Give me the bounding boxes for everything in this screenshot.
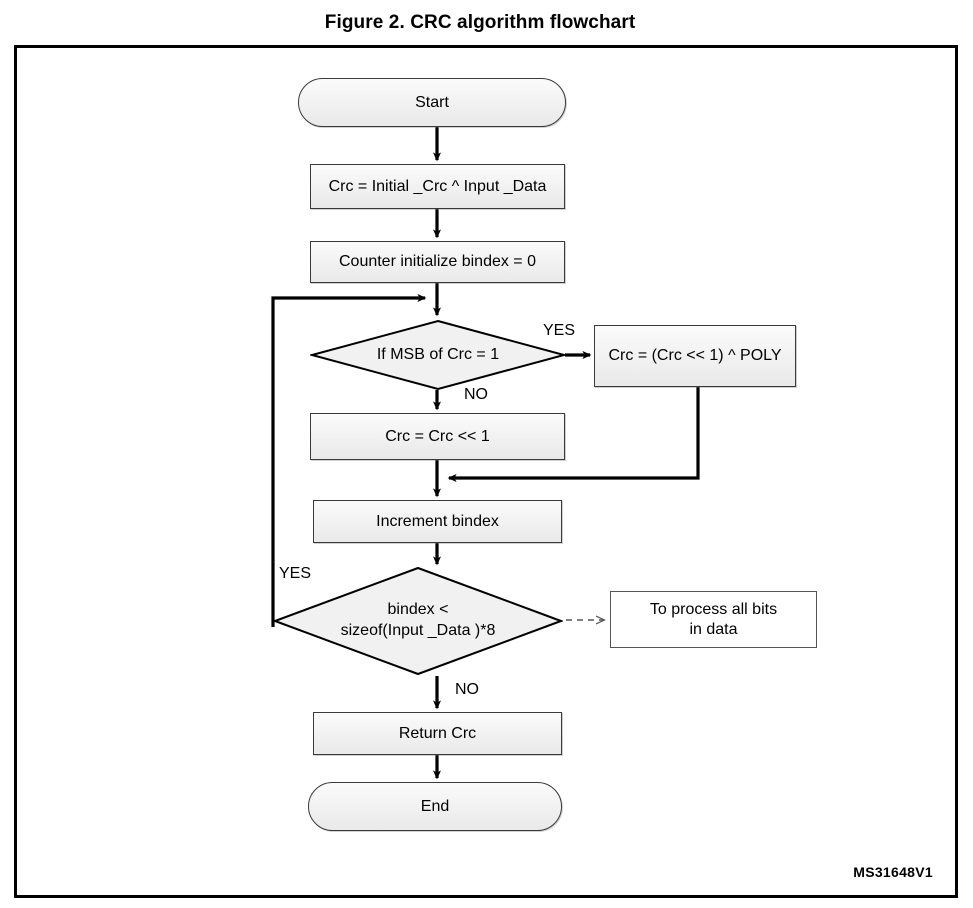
- loop-check-diamond-shape: [273, 566, 563, 676]
- edge-label-msb-yes: YES: [543, 322, 576, 339]
- node-msb-check[interactable]: If MSB of Crc = 1: [310, 319, 566, 391]
- node-return-crc[interactable]: Return Crc: [313, 712, 562, 755]
- node-shift-left[interactable]: Crc = Crc << 1: [310, 413, 565, 460]
- node-return-crc-label: Return Crc: [398, 724, 477, 742]
- node-note-line2: in data: [689, 620, 738, 638]
- msb-check-diamond-shape: [310, 319, 566, 391]
- edge-label-msb-no: NO: [464, 386, 488, 403]
- node-init-crc-label: Crc = Initial _Crc ^ Input _Data: [328, 177, 547, 195]
- node-loop-check[interactable]: bindex < sizeof(Input _Data )*8: [273, 566, 563, 676]
- node-note-process-all-bits: To process all bits in data: [610, 591, 817, 648]
- node-increment[interactable]: Increment bindex: [313, 500, 562, 543]
- edge-label-loop-yes: YES: [279, 565, 312, 582]
- edge-label-loop-no: NO: [455, 681, 479, 698]
- node-poly-xor[interactable]: Crc = (Crc << 1) ^ POLY: [594, 325, 796, 387]
- node-init-counter-label: Counter initialize bindex = 0: [338, 253, 536, 270]
- node-loop-check-label: bindex < sizeof(Input _Data )*8: [273, 566, 563, 676]
- node-msb-check-label: If MSB of Crc = 1: [376, 345, 500, 363]
- node-increment-label: Increment bindex: [376, 512, 499, 530]
- node-end-label: End: [420, 797, 450, 815]
- node-start-label: Start: [415, 93, 449, 111]
- node-init-crc[interactable]: Crc = Initial _Crc ^ Input _Data: [310, 164, 565, 209]
- node-init-counter[interactable]: Counter initialize bindex = 0: [310, 241, 565, 283]
- figure-title: Figure 2. CRC algorithm flowchart: [324, 12, 636, 33]
- node-shift-left-label: Crc = Crc << 1: [385, 427, 490, 445]
- figure-id-code: MS31648V1: [853, 864, 933, 880]
- node-loop-check-line1: bindex <: [387, 601, 449, 619]
- node-poly-xor-label: Crc = (Crc << 1) ^ POLY: [608, 347, 782, 364]
- node-end[interactable]: End: [308, 782, 562, 831]
- node-start[interactable]: Start: [298, 78, 566, 127]
- node-note-line1: To process all bits: [649, 600, 778, 618]
- node-loop-check-line2: sizeof(Input _Data )*8: [340, 622, 496, 639]
